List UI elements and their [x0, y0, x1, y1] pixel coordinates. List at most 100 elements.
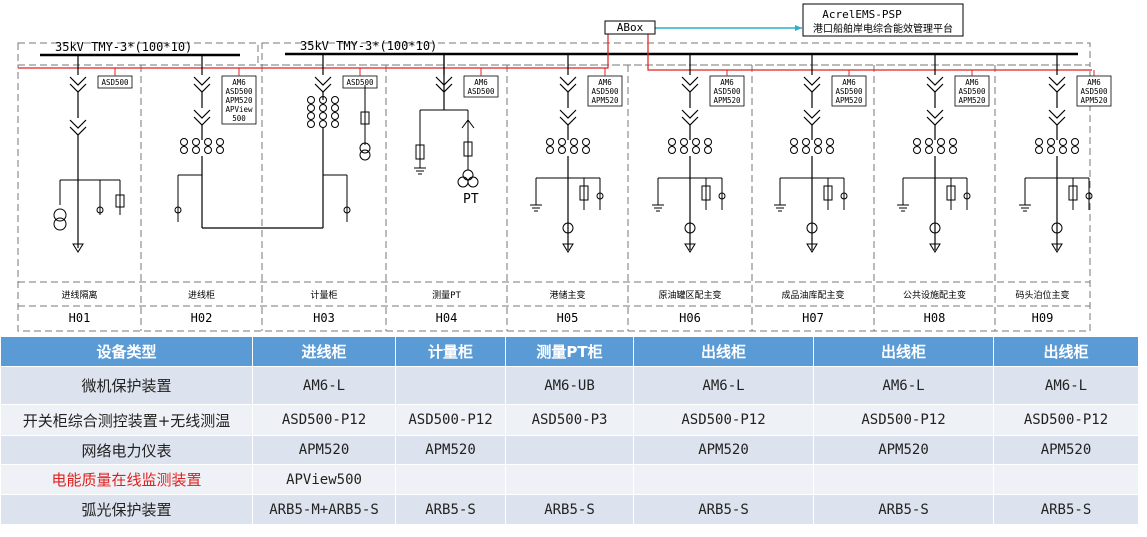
device-label: AM6	[474, 78, 488, 87]
table-cell: ASD500-P3	[505, 404, 634, 436]
ground-symbol	[1019, 204, 1031, 212]
ct-coil	[949, 146, 957, 154]
ct-coil	[1047, 138, 1055, 146]
table-cell: APM520	[395, 435, 506, 465]
ct-coil	[582, 138, 590, 146]
device-label: APView	[225, 105, 253, 114]
comm-line-left	[18, 34, 609, 69]
cabinet-frames	[17, 42, 1091, 332]
ct-coil	[937, 138, 945, 146]
table-cell	[813, 464, 994, 495]
arrester-symbol	[1085, 192, 1093, 200]
header-outgoing-1: 出线柜	[633, 336, 814, 367]
ct-coil	[331, 104, 339, 112]
device-label: AM6	[1087, 78, 1101, 87]
ct-coil	[307, 96, 315, 104]
device-label: AM6	[720, 78, 734, 87]
table-cell	[505, 435, 634, 465]
table-cell	[395, 464, 506, 495]
table-cell: APM520	[993, 435, 1139, 465]
breaker-symbol	[681, 76, 699, 93]
breaker-symbol	[69, 76, 87, 93]
ground-symbol	[652, 204, 664, 212]
table-cell	[505, 464, 634, 495]
table-cell: ASD500-P12	[813, 404, 994, 436]
ct-coil	[1071, 138, 1079, 146]
table-cell: AM6-L	[993, 366, 1139, 405]
bus-section-frame-right	[261, 42, 1091, 66]
link-arrowhead	[795, 25, 802, 31]
ct-coil	[668, 146, 676, 154]
arrester-symbol	[718, 192, 726, 200]
ct-coil	[1059, 138, 1067, 146]
ground-symbol	[774, 204, 786, 212]
ct-coil	[319, 120, 327, 128]
device-label: APM520	[591, 96, 619, 105]
cabinet-id: H01	[69, 311, 91, 325]
breaker-symbol	[926, 109, 944, 126]
device-type-cell: 弧光保护装置	[0, 494, 253, 525]
comm-network: ABox AcrelEMS-PSP 港口船舶岸电综合能效管理平台	[18, 3, 1092, 71]
breaker-symbol	[803, 76, 821, 93]
single-line-diagram: 35kV TMY-3*(100*10) 35kV TMY-3*(100*10) …	[17, 3, 1112, 332]
arrester-symbol	[343, 206, 351, 214]
breaker-symbol	[926, 76, 944, 93]
table-cell: ARB5-M+ARB5-S	[252, 494, 396, 525]
fuse-symbol	[360, 111, 370, 125]
ct-coil	[546, 138, 554, 146]
cabinet-name: 进线柜	[188, 289, 215, 301]
fuse-symbol	[579, 185, 589, 201]
ct-coil	[802, 146, 810, 154]
ct-coil	[925, 146, 933, 154]
table-cell: APM520	[633, 435, 814, 465]
ct-coil	[180, 146, 188, 154]
cabinet-id: H05	[557, 311, 579, 325]
device-label: ASD500	[346, 78, 374, 87]
fuse-symbol	[463, 141, 473, 157]
cabinet-row-frame	[17, 64, 1091, 332]
arrester-symbol	[96, 206, 104, 214]
ct-coil	[1047, 146, 1055, 154]
ct-coil	[1059, 146, 1067, 154]
table-cell: ASD500-P12	[993, 404, 1139, 436]
load-arrow	[806, 243, 818, 253]
ct-coil	[204, 138, 212, 146]
table-cell: ASD500-P12	[252, 404, 396, 436]
arrester-symbol	[963, 192, 971, 200]
table-cell: ASD500-P12	[395, 404, 506, 436]
device-box	[221, 75, 257, 125]
device-label: ASD500	[101, 78, 129, 87]
ct-coil	[558, 146, 566, 154]
arrester-symbol	[596, 192, 604, 200]
pt-symbol	[467, 176, 479, 188]
ct-coil	[1035, 138, 1043, 146]
cabinet-id: H04	[436, 311, 458, 325]
device-label: AM6	[965, 78, 979, 87]
device-label: ASD500	[958, 87, 986, 96]
breaker-symbol	[559, 109, 577, 126]
header-outgoing-2: 出线柜	[813, 336, 994, 367]
ct-coil	[216, 138, 224, 146]
ct-coil	[790, 146, 798, 154]
fuse-symbol	[415, 144, 425, 160]
table-cell: APView500	[252, 464, 396, 495]
fuse-symbol	[823, 185, 833, 201]
device-type-cell: 电能质量在线监测装置	[0, 464, 253, 495]
table-cell	[633, 464, 814, 495]
ct-coil	[307, 120, 315, 128]
platform-subtitle: 港口船舶岸电综合能效管理平台	[813, 22, 953, 35]
fuse-symbol	[701, 185, 711, 201]
device-type-cell: 网络电力仪表	[0, 435, 253, 465]
cabinet-name: 原油罐区配主变	[658, 289, 721, 301]
device-type-cell: 微机保护装置	[0, 366, 253, 405]
ct-coil	[814, 146, 822, 154]
table-cell: ARB5-S	[395, 494, 506, 525]
load-arrow	[1051, 243, 1063, 253]
